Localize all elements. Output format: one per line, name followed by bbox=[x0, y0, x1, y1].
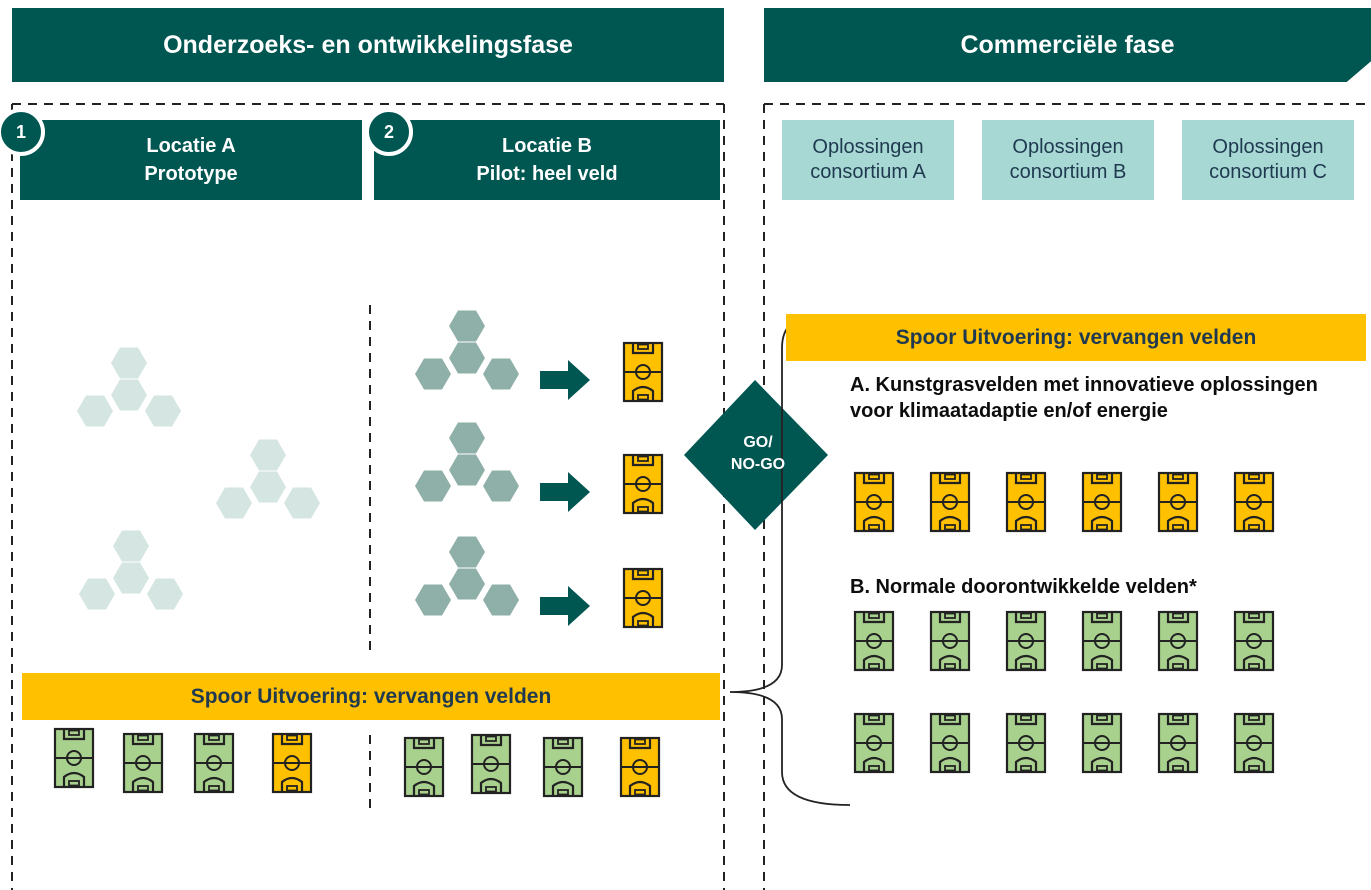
category-a-text: A. Kunstgrasvelden met innovatieve oplos… bbox=[850, 374, 1318, 422]
solution-box-consortium-a: Oplossingen consortium A bbox=[782, 120, 954, 200]
hexagon-cluster-icon bbox=[77, 347, 181, 427]
gonogo-line2: NO-GO bbox=[730, 456, 786, 473]
right-arrow-icon bbox=[540, 586, 590, 626]
football-field-icon bbox=[1233, 610, 1275, 672]
football-field-icon bbox=[1005, 712, 1047, 774]
solution-box-consortium-c: Oplossingen consortium C bbox=[1182, 120, 1354, 200]
solution-c-line1: Oplossingen bbox=[1212, 136, 1324, 158]
location-b-badge-number: 2 bbox=[383, 121, 394, 142]
football-field-icon bbox=[929, 610, 971, 672]
location-b-name: Locatie B bbox=[501, 135, 593, 157]
hexagon-cluster-icon bbox=[415, 536, 519, 616]
football-field-icon bbox=[622, 567, 664, 629]
hexagon-cluster-icon bbox=[415, 310, 519, 390]
football-field-icon bbox=[403, 736, 445, 798]
solution-box-consortium-b: Oplossingen consortium B bbox=[982, 120, 1154, 200]
football-field-icon bbox=[853, 712, 895, 774]
execution-track-bar-left: Spoor Uitvoering: vervangen velden bbox=[22, 673, 720, 720]
football-field-icon bbox=[853, 471, 895, 533]
football-field-icon bbox=[1233, 712, 1275, 774]
location-a-badge: 1 bbox=[0, 108, 45, 156]
football-field-icon bbox=[1005, 610, 1047, 672]
location-a-type: Prototype bbox=[144, 163, 238, 185]
research-phase-title: Onderzoeks- en ontwikkelingsfase bbox=[163, 30, 573, 59]
location-b-badge: 2 bbox=[365, 108, 413, 156]
gonogo-diamond bbox=[684, 380, 828, 530]
curly-brace-icon bbox=[729, 314, 851, 806]
research-phase-header: Onderzoeks- en ontwikkelingsfase bbox=[12, 8, 724, 82]
hexagon-cluster-icon bbox=[79, 530, 183, 610]
solution-a-line1: Oplossingen bbox=[812, 136, 924, 158]
research-frame bbox=[11, 103, 725, 890]
hexagon-cluster-icon bbox=[216, 439, 320, 519]
right-arrow-icon bbox=[540, 472, 590, 512]
football-field-icon bbox=[619, 736, 661, 798]
solution-b-line1: Oplossingen bbox=[1012, 136, 1124, 158]
football-field-icon bbox=[1081, 471, 1123, 533]
location-a-header: Locatie A Prototype bbox=[20, 120, 362, 200]
location-a-badge-number: 1 bbox=[15, 121, 26, 142]
location-b-header: Locatie B Pilot: heel veld bbox=[374, 120, 720, 200]
football-field-icon bbox=[271, 732, 313, 794]
category-a-heading: A. Kunstgrasvelden met innovatieve oplos… bbox=[850, 372, 1340, 424]
football-field-icon bbox=[929, 712, 971, 774]
solution-b-line2: consortium B bbox=[1009, 161, 1127, 183]
football-field-icon bbox=[853, 610, 895, 672]
football-field-icon bbox=[1005, 471, 1047, 533]
execution-track-label-right: Spoor Uitvoering: vervangen velden bbox=[895, 325, 1257, 349]
football-field-icon bbox=[1157, 712, 1199, 774]
football-field-icon bbox=[1081, 712, 1123, 774]
football-field-icon bbox=[1081, 610, 1123, 672]
location-a-name: Locatie A bbox=[146, 135, 236, 157]
football-field-icon bbox=[1157, 471, 1199, 533]
right-arrow-icon bbox=[540, 360, 590, 400]
execution-track-label-left: Spoor Uitvoering: vervangen velden bbox=[190, 684, 552, 708]
commercial-phase-header: Commerciële fase bbox=[764, 8, 1371, 82]
solution-a-line2: consortium A bbox=[810, 161, 926, 183]
category-b-heading: B. Normale doorontwikkelde velden* bbox=[850, 574, 1350, 600]
hexagon-cluster-icon bbox=[415, 422, 519, 502]
football-field-icon bbox=[53, 727, 95, 789]
football-field-icon bbox=[622, 453, 664, 515]
football-field-icon bbox=[193, 732, 235, 794]
location-b-type: Pilot: heel veld bbox=[476, 163, 618, 185]
football-field-icon bbox=[470, 733, 512, 795]
football-field-icon bbox=[1233, 471, 1275, 533]
gonogo-line1: GO/ bbox=[743, 434, 773, 451]
gonogo-label: GO/ NO-GO bbox=[708, 432, 808, 476]
football-field-icon bbox=[1157, 610, 1199, 672]
commercial-phase-title: Commerciële fase bbox=[960, 30, 1175, 59]
football-field-icon bbox=[542, 736, 584, 798]
football-field-icon bbox=[122, 732, 164, 794]
football-field-icon bbox=[622, 341, 664, 403]
football-field-icon bbox=[929, 471, 971, 533]
solution-c-line2: consortium C bbox=[1209, 161, 1327, 183]
execution-track-bar-right: Spoor Uitvoering: vervangen velden bbox=[786, 314, 1366, 361]
category-b-text: B. Normale doorontwikkelde velden* bbox=[850, 576, 1197, 598]
